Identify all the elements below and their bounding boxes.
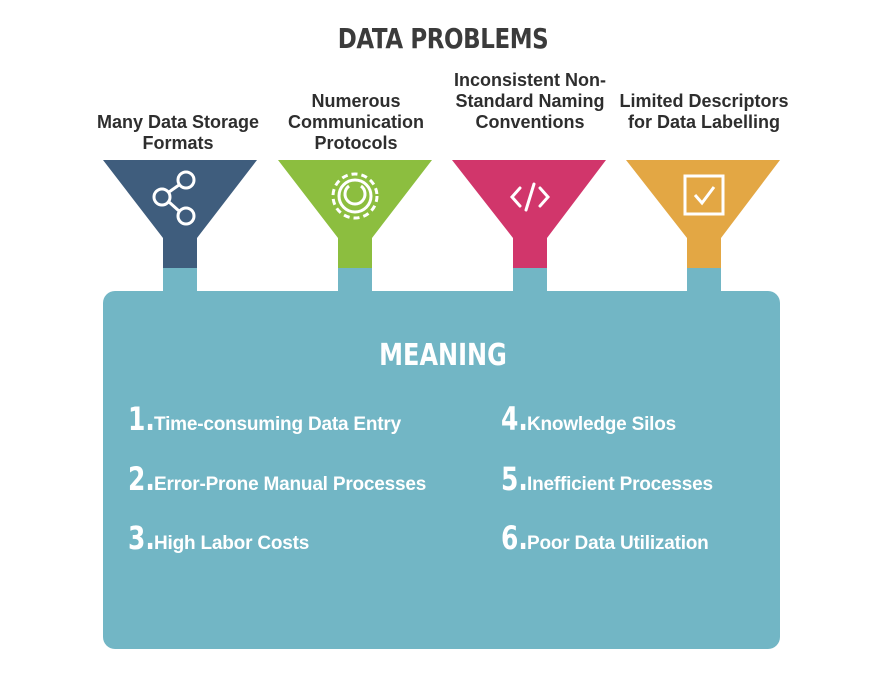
page-title: DATA PROBLEMS bbox=[337, 22, 549, 55]
problem-label-2: Numerous Communication Protocols bbox=[287, 91, 424, 153]
meaning-box bbox=[103, 291, 780, 649]
problem-label-4: Limited Descriptors for Data Labelling bbox=[619, 91, 789, 132]
meaning-item-1: 1. Time-consuming Data Entry bbox=[128, 400, 401, 438]
funnel-2 bbox=[278, 160, 432, 268]
checkbox-icon bbox=[683, 174, 725, 216]
meaning-item-5: 5. Inefficient Processes bbox=[501, 460, 713, 498]
funnel-1 bbox=[103, 160, 257, 268]
funnel-connector-4 bbox=[687, 265, 721, 295]
funnel-connector-3 bbox=[513, 265, 547, 295]
funnel-4 bbox=[626, 160, 780, 268]
funnel-connector-1 bbox=[163, 265, 197, 295]
funnel-3 bbox=[452, 160, 606, 268]
item-text: Inefficient Processes bbox=[527, 474, 713, 495]
funnel-connector-2 bbox=[338, 265, 372, 295]
meaning-item-6: 6. Poor Data Utilization bbox=[501, 519, 709, 557]
item-text: Time-consuming Data Entry bbox=[154, 414, 401, 435]
item-number: 5. bbox=[501, 460, 528, 498]
problem-label-1: Many Data Storage Formats bbox=[96, 112, 260, 153]
item-text: High Labor Costs bbox=[154, 533, 310, 554]
item-number: 6. bbox=[501, 519, 528, 557]
meaning-item-4: 4. Knowledge Silos bbox=[501, 400, 676, 438]
item-number: 4. bbox=[501, 400, 528, 438]
item-number: 3. bbox=[128, 519, 155, 557]
meaning-item-2: 2. Error-Prone Manual Processes bbox=[128, 460, 426, 498]
problem-label-3: Inconsistent Non-Standard Naming Convent… bbox=[454, 70, 606, 132]
item-number: 1. bbox=[128, 400, 155, 438]
meaning-item-3: 3. High Labor Costs bbox=[128, 519, 309, 557]
gear-icon bbox=[331, 172, 379, 220]
share-icon bbox=[152, 170, 196, 226]
item-text: Poor Data Utilization bbox=[527, 533, 709, 554]
meaning-title: MEANING bbox=[379, 338, 507, 373]
item-text: Knowledge Silos bbox=[527, 414, 677, 435]
item-number: 2. bbox=[128, 460, 155, 498]
code-icon bbox=[509, 182, 551, 212]
item-text: Error-Prone Manual Processes bbox=[154, 474, 427, 495]
